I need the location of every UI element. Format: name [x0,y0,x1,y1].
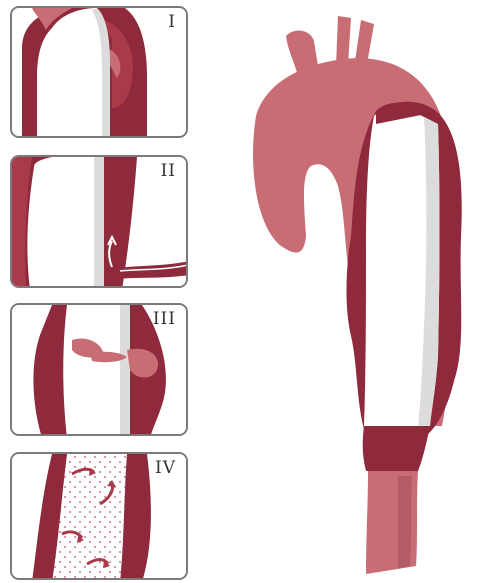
panel-label: II [161,161,176,181]
endoleak-type-1-diagram [12,8,188,138]
stent-graft [63,305,130,436]
left-carotid-artery [336,16,351,66]
panel-type-2: II [10,155,188,288]
aorta-stent-graft-illustration [226,6,476,578]
panel-type-4: IV [10,452,188,580]
panel-label: IV [155,458,176,478]
panel-type-3: III [10,303,188,436]
stent-graft [27,157,104,288]
panel-type-1: I [10,6,188,138]
panel-label: I [168,12,176,32]
panel-label: III [153,309,176,329]
